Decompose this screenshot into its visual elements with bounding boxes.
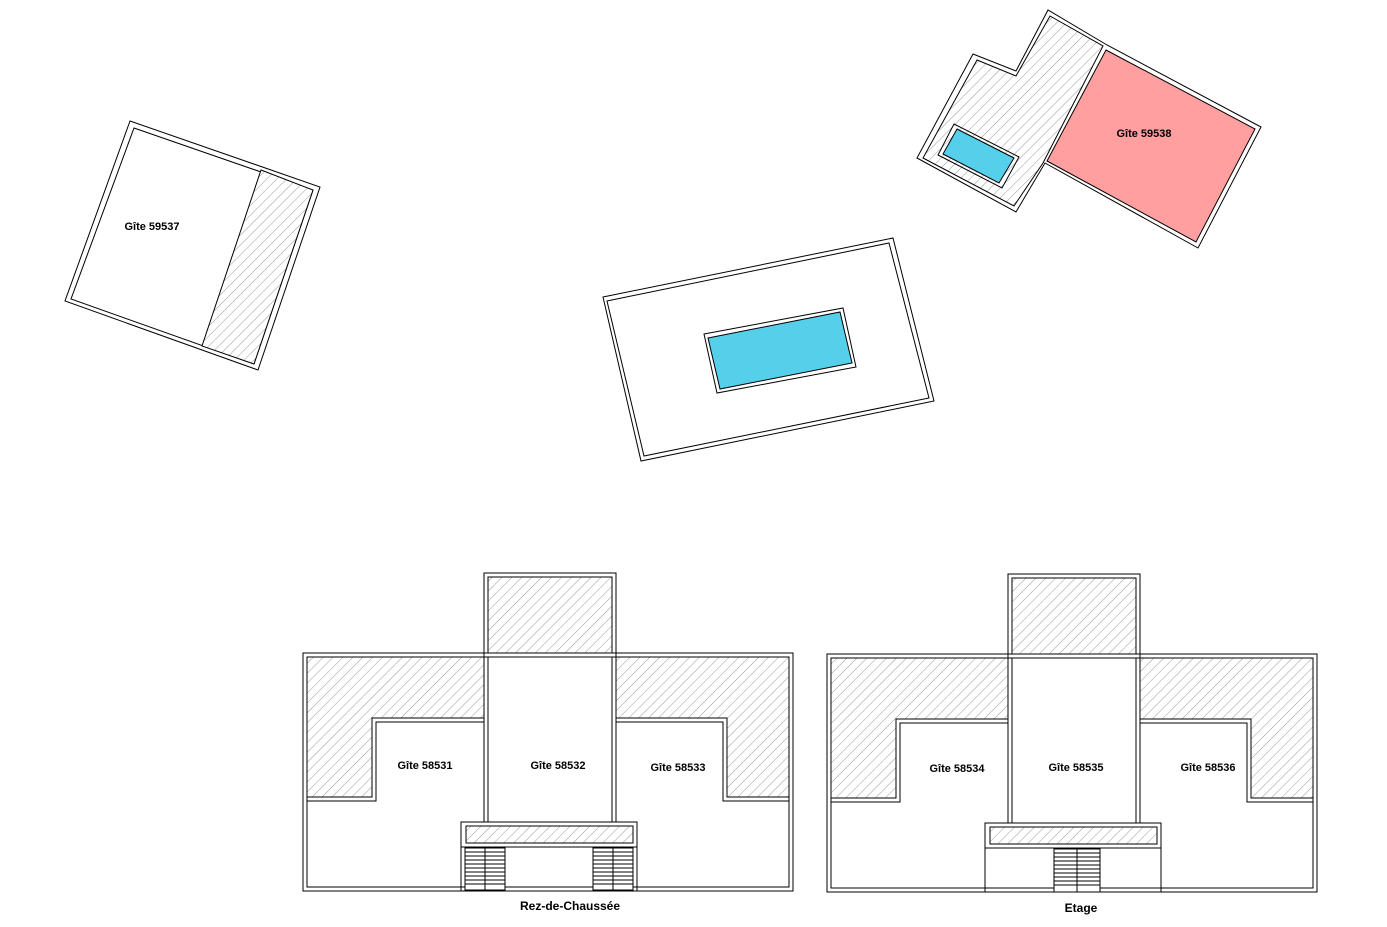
gite-58533-wall-a [616,717,789,798]
gite-58534-wall-b [831,722,1008,803]
gite-58536-label: Gîte 58536 [1180,762,1235,774]
gite-58534-label: Gîte 58534 [929,763,985,775]
gite-58531-label: Gîte 58531 [397,760,452,772]
ground-floor-top-annex [487,576,613,654]
ground-floor-top-annex-wall [483,572,617,658]
gite-58534-wall-a [831,718,1008,799]
upper-floor-corridor [989,826,1158,845]
gite-58532-label: Gîte 58532 [530,760,585,772]
ground-floor-corridor [465,825,634,844]
upper-floor-top-annex [1011,577,1137,655]
swimming-pool [707,311,853,390]
ground-floor-corridor-wall [460,821,638,848]
upper-floor-caption: Etage [1065,901,1098,915]
gite-58536-wall-b [1140,722,1313,803]
small-pool-border [937,123,1020,189]
ground-floor-staircase-right [592,847,634,891]
upper-floor-staircase [1053,848,1101,893]
pool-border [703,307,857,394]
gite-58533-label: Gîte 58533 [650,762,705,774]
ground-floor-plan: Gîte 58531 Gîte 58532 Gîte 58533 Rez-de-… [302,572,794,913]
gite-58535-label: Gîte 58535 [1048,762,1103,774]
upper-floor-top-annex-wall [1007,573,1141,659]
small-swimming-pool [942,128,1015,184]
gite-59537-label: Gîte 59537 [124,221,179,233]
gite-59537-hatched-area [201,169,314,365]
ground-floor-caption: Rez-de-Chaussée [520,899,620,913]
gite-59538-outer-wall [916,9,1262,249]
pool-deck-outer-wall [602,237,935,462]
gite-59538-building[interactable]: Gîte 59538 [916,9,1262,249]
gite-58531-wall-a [307,717,484,798]
gite-58533-wall-b [616,721,789,802]
gite-59538-label: Gîte 59538 [1116,128,1171,140]
upper-floor-corridor-wall [984,822,1162,849]
gite-59537-building[interactable]: Gîte 59537 [64,120,321,371]
gite-59538-highlighted-room [1046,49,1256,243]
gite-58531-wall-b [307,721,484,802]
gite-58536-wall-a [1140,718,1313,799]
pool-area[interactable] [602,237,935,462]
upper-floor-plan: Gîte 58534 Gîte 58535 Gîte 58536 Etage [826,573,1318,915]
ground-floor-staircase-left [464,847,506,891]
gite-59537-outer-wall [64,120,321,371]
